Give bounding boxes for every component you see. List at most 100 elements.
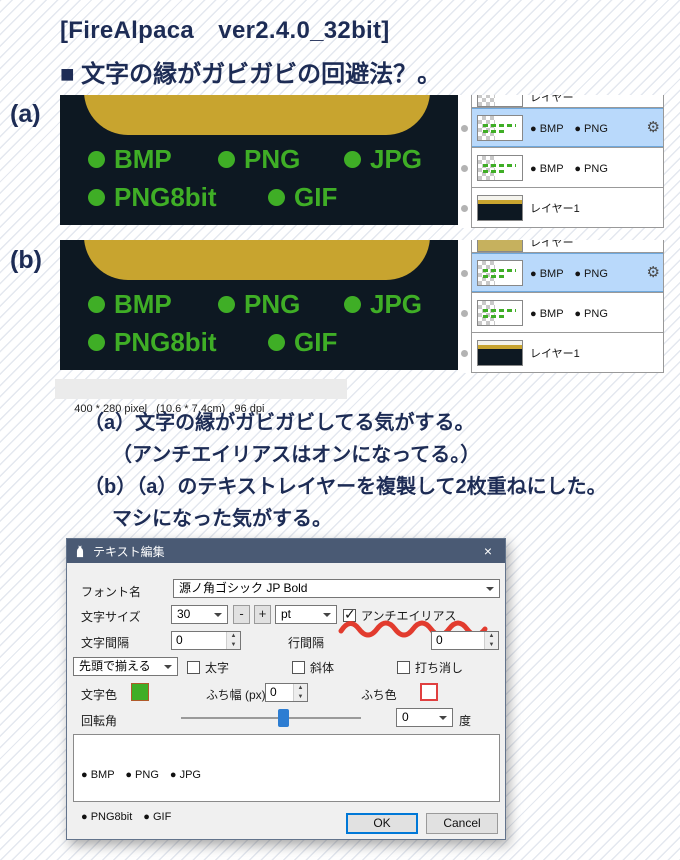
ok-button[interactable]: OK (346, 813, 418, 834)
canvas-item-label: JPG (370, 144, 423, 174)
canvas-item: PNG8bit (88, 327, 217, 358)
antialias-label: アンチエイリアス (361, 609, 457, 623)
canvas-item-label: PNG (244, 144, 301, 174)
note-line-2: （アンチエイリアスはオンになってる。） (112, 444, 481, 466)
layer-row[interactable]: ● BMP ● PNG (458, 148, 663, 188)
edge-color-label: ふち色 (361, 688, 397, 702)
rotation-value: 0 (402, 710, 409, 724)
green-bullet-icon (88, 189, 105, 206)
green-bullet-icon (268, 334, 285, 351)
spin-down-icon[interactable]: ▼ (227, 640, 240, 649)
strike-checkbox[interactable]: 打ち消し (397, 659, 463, 676)
text-edit-dialog: テキスト編集 × フォント名 源ノ角ゴシック JP Bold 文字サイズ 30 … (66, 538, 506, 840)
text-color-swatch[interactable] (131, 683, 149, 701)
font-size-label: 文字サイズ (81, 610, 141, 624)
spin-up-icon[interactable]: ▲ (227, 632, 240, 641)
spin-up-icon[interactable]: ▲ (294, 684, 307, 693)
spin-down-icon[interactable]: ▼ (485, 640, 498, 649)
green-bullet-icon (88, 296, 105, 313)
transparency-checker (478, 300, 495, 325)
bold-checkbox-box[interactable] (187, 661, 200, 674)
layer-row-selected[interactable]: ● BMP ● PNG ⚙ (458, 253, 663, 293)
edge-color-swatch[interactable] (420, 683, 438, 701)
strike-checkbox-box[interactable] (397, 661, 410, 674)
canvas-item: PNG (218, 144, 300, 175)
layer-row[interactable]: ● BMP ● PNG (458, 293, 663, 333)
spin-down-icon[interactable]: ▼ (294, 692, 307, 701)
font-name-select[interactable]: 源ノ角ゴシック JP Bold (173, 579, 500, 598)
green-bullet-icon (268, 189, 285, 206)
edge-width-input[interactable]: 0 ▲ ▼ (265, 683, 308, 702)
green-bullet-icon (218, 296, 235, 313)
size-unit-select[interactable]: pt (275, 605, 337, 624)
layer-visibility-dot[interactable] (458, 108, 471, 148)
text-preview-area[interactable]: ● BMP ● PNG ● JPG ● PNG8bit ● GIF (73, 734, 500, 823)
layer-thumbnail (477, 299, 523, 326)
canvas-item: BMP (88, 289, 172, 320)
yellow-banner (84, 95, 430, 135)
layer-thumbnail (477, 194, 523, 221)
align-select[interactable]: 先頭で揃える (73, 657, 178, 676)
degree-label: 度 (459, 714, 472, 728)
label-a: (a) (10, 100, 41, 128)
label-b: (b) (10, 246, 42, 274)
note-line-3: （b）（a）のテキストレイヤーを複製して2枚重ねにした。 (84, 476, 607, 498)
dialog-title: テキスト編集 (93, 544, 165, 559)
layer-row-background[interactable]: レイヤー1 (458, 188, 663, 228)
preview-line: ● PNG8bit ● GIF (81, 811, 172, 823)
italic-label: 斜体 (310, 661, 335, 675)
layers-panel-a: レイヤー ● BMP ● PNG ⚙ ● BMP ● PNG レイヤー1 (458, 95, 664, 228)
spin-up-icon[interactable]: ▲ (485, 632, 498, 641)
font-name-label: フォント名 (81, 585, 142, 599)
layer-row-partial[interactable]: レイヤー (458, 240, 663, 253)
slider-track[interactable] (181, 717, 361, 719)
layer-name: レイヤー (530, 95, 574, 104)
layer-row-background[interactable]: レイヤー1 (458, 333, 663, 373)
layer-visibility-dot[interactable] (458, 293, 471, 333)
gear-icon[interactable]: ⚙ (646, 119, 660, 136)
layer-name: ● BMP ● PNG (530, 162, 608, 175)
canvas-item-label: PNG8bit (114, 327, 217, 357)
canvas-item-label: BMP (114, 144, 172, 174)
char-spacing-label: 文字間隔 (81, 636, 130, 650)
layer-row-partial[interactable]: レイヤー (458, 95, 663, 108)
line-spacing-input[interactable]: 0 ▲ ▼ (431, 631, 499, 650)
layer-visibility-dot[interactable] (458, 333, 471, 373)
edge-width-value: 0 (270, 685, 277, 699)
size-increase-button[interactable]: + (254, 605, 271, 624)
green-bullet-icon (218, 151, 235, 168)
layer-thumbnail (477, 240, 523, 252)
layer-name: レイヤー1 (530, 347, 580, 360)
slider-handle[interactable] (278, 709, 289, 727)
rotation-select[interactable]: 0 (396, 708, 453, 727)
canvas-item-label: PNG8bit (114, 182, 217, 212)
size-decrease-button[interactable]: - (233, 605, 250, 624)
layer-row-selected[interactable]: ● BMP ● PNG ⚙ (458, 108, 663, 148)
layer-thumbnail (477, 95, 523, 107)
font-size-select[interactable]: 30 (171, 605, 228, 624)
char-spacing-input[interactable]: 0 ▲ ▼ (171, 631, 241, 650)
layer-name: ● BMP ● PNG (530, 122, 608, 135)
layer-thumbnail (477, 114, 523, 141)
canvas-item: GIF (268, 182, 337, 213)
antialias-checkbox[interactable]: ✓ アンチエイリアス (343, 606, 457, 624)
gear-icon[interactable]: ⚙ (646, 264, 660, 281)
transparency-checker (478, 260, 495, 285)
canvas-item: PNG (218, 289, 300, 320)
close-button[interactable]: × (471, 539, 505, 563)
layer-name: ● BMP ● PNG (530, 307, 608, 320)
rotation-slider[interactable] (181, 709, 361, 727)
italic-checkbox[interactable]: 斜体 (292, 659, 334, 676)
dialog-titlebar[interactable]: テキスト編集 × (67, 539, 505, 563)
rotation-label: 回転角 (81, 714, 118, 728)
layer-visibility-dot[interactable] (458, 253, 471, 293)
cancel-button[interactable]: Cancel (426, 813, 498, 834)
bold-checkbox[interactable]: 太字 (187, 659, 229, 676)
canvas-item-label: GIF (294, 182, 338, 212)
transparency-checker (478, 95, 495, 106)
layer-thumbnail (477, 339, 523, 366)
layer-visibility-dot[interactable] (458, 188, 471, 228)
italic-checkbox-box[interactable] (292, 661, 305, 674)
app-version-title: [FireAlpaca ver2.4.0_32bit] (60, 17, 390, 44)
layer-visibility-dot[interactable] (458, 148, 471, 188)
